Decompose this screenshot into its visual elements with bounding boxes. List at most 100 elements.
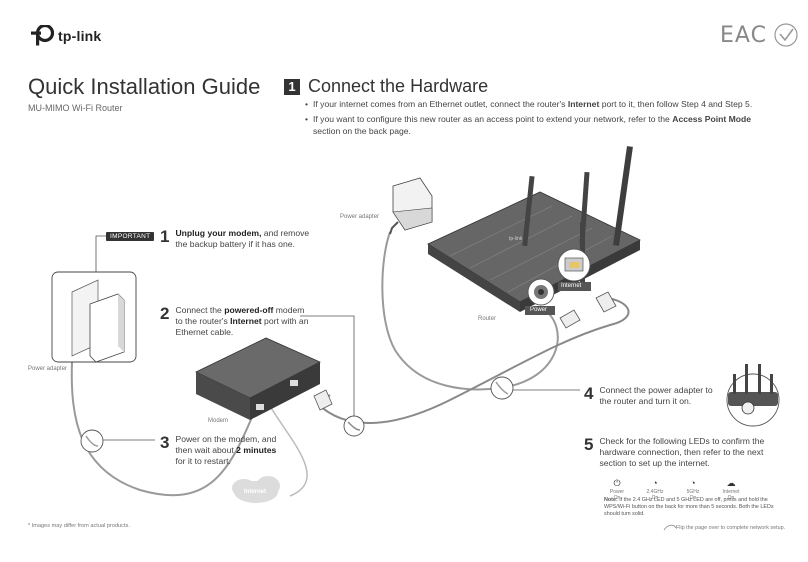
wifi-5-icon: ◔ [690,478,696,488]
label-router: Router [478,316,497,322]
leader-important [95,235,150,275]
led-5ghz-name: 5GHz [686,489,700,495]
led-24ghz: ◔ 2.4GHz On [643,478,667,501]
modem-power-cable [70,361,256,497]
step-1-line1: and remove [261,228,310,238]
internet-port-tag [558,282,591,291]
note-label: Note: [604,497,618,503]
ethernet-cable [317,297,630,424]
step-2-d: port with an [261,316,309,326]
label-internet-port: Internet [561,283,582,289]
step-2: 2 Connect the powered-off modem to the r… [160,305,308,338]
section-title: Connect the Hardware [308,76,489,96]
step-2-c: to the router's [175,316,231,326]
led-5ghz-state: On [689,495,697,501]
eac-mark: EAC [720,22,767,48]
bullet1-text: If your internet comes from an Ethernet … [313,99,568,109]
led-internet: ☁ Internet On [719,478,743,501]
tp-link-logo-icon [31,25,54,46]
leader-step2 [300,315,355,420]
led-power: ⏻ Power On [605,478,629,501]
step-3-text: Power on the modem, and then wait about … [175,434,276,467]
step-3-line2: then wait about [175,445,237,455]
step-4: 4 Connect the power adapter to the route… [584,385,713,407]
step-3: 3 Power on the modem, and then wait abou… [160,434,276,467]
note-text: If the 2.4 GHz LED and 5 GHz LED are off… [604,497,774,517]
step-5-number: 5 [584,435,594,454]
step-3-line3: for it to restart. [175,456,231,466]
label-power-adapter-left: Power adapter [28,366,68,372]
internet-cloud [232,476,280,503]
power-port-tag [525,306,555,315]
footnote: * Images may differ from actual products… [28,523,130,529]
section-header: 1 Connect the Hardware [284,76,488,97]
led-24ghz-state: On [651,495,659,501]
step-2-b: modem [273,305,305,315]
step-5-line1: Check for the following LEDs to confirm … [599,436,765,446]
step-4-line2: the router and turn it on. [599,396,692,406]
modem-power-adapter [51,271,137,363]
bullet-access-point: If you want to configure this new router… [305,113,775,138]
led-5ghz: ◔ 5GHz On [681,478,705,501]
flip-instruction: Flip the page over to complete network s… [676,525,786,531]
label-power-adapter-top: Power adapter [340,214,380,220]
step-1-line2: the backup battery if it has one. [175,239,295,249]
step-4-line1: Connect the power adapter to [599,385,713,395]
led-24ghz-name: 2.4GHz [646,489,664,495]
label-modem: Modem [208,418,229,424]
step-2-number: 2 [160,304,170,323]
important-badge: IMPORTANT [106,232,155,241]
bullet2-text-end: section on the back page. [313,126,411,136]
step-2-bold1: powered-off [224,305,274,315]
step-1: 1 Unplug your modem, and remove the back… [160,228,309,250]
led-note: Note: If the 2.4 GHz LED and 5 GHz LED a… [604,497,784,518]
wifi-24-icon: ◔ [652,478,658,488]
router-ethernet-plug [559,291,617,329]
bullet1-bold: Internet [567,99,600,109]
bullet2-text: If you want to configure this new router… [313,113,673,124]
led-legend: ⏻ Power On ◔ 2.4GHz On ◔ 5GHz On ☁ Inter… [605,478,743,501]
flip-arrow-icon [663,524,677,531]
brand-name: tp-link [58,28,102,44]
step-5-text: Check for the following LEDs to confirm … [599,436,764,469]
section-number: 1 [284,78,300,95]
step-4-number: 4 [584,384,594,403]
guide-title: Quick Installation Guide [28,74,261,99]
bullet2-bold: Access Point Mode [672,113,752,124]
bullet1-text-end: port to it, then follow Step 4 and Step … [599,99,753,109]
led-power-name: Power [609,489,625,495]
internet-line [269,405,308,497]
step-2-e: Ethernet cable. [175,327,234,337]
step-2-text: Connect the powered-off modem to the rou… [175,305,308,338]
highlight-circle-router-cable [490,376,514,400]
router-thumbnail [726,364,780,427]
step-3-number: 3 [160,433,170,452]
intro-bullets: If your internet comes from an Ethernet … [305,98,775,140]
step-1-text: Unplug your modem, and remove the backup… [175,228,309,250]
step-5: 5 Check for the following LEDs to confir… [584,436,764,469]
step-4-text: Connect the power adapter to the router … [599,385,712,407]
step-2-a: Connect the [175,305,225,315]
certification-check-icon [774,23,798,47]
modem-device [195,337,333,420]
step-5-line2: hardware connection, then refer to the n… [599,447,764,457]
label-power-port: Power [530,307,548,313]
certification-marks: EAC [720,22,799,48]
highlight-circle-ethernet [343,415,365,437]
step-3-line1: Power on the modem, and [175,434,277,444]
internet-icon: ☁ [726,478,736,488]
power-icon: ⏻ [613,478,621,488]
router-power-cable [381,231,559,391]
guide-subtitle: MU-MIMO Wi-Fi Router [28,103,123,113]
router-device [427,146,641,312]
highlight-circle-modem-power [80,429,104,453]
step-1-bold: Unplug your modem, [175,228,262,238]
label-internet-cloud: Internet [244,489,267,495]
led-internet-state: On [727,495,735,501]
led-internet-name: Internet [722,489,740,495]
brand-logo: tp-link [28,25,101,47]
router-power-adapter [389,177,433,235]
step-1-number: 1 [160,227,170,246]
step-3-bold: 2 minutes [236,445,277,455]
